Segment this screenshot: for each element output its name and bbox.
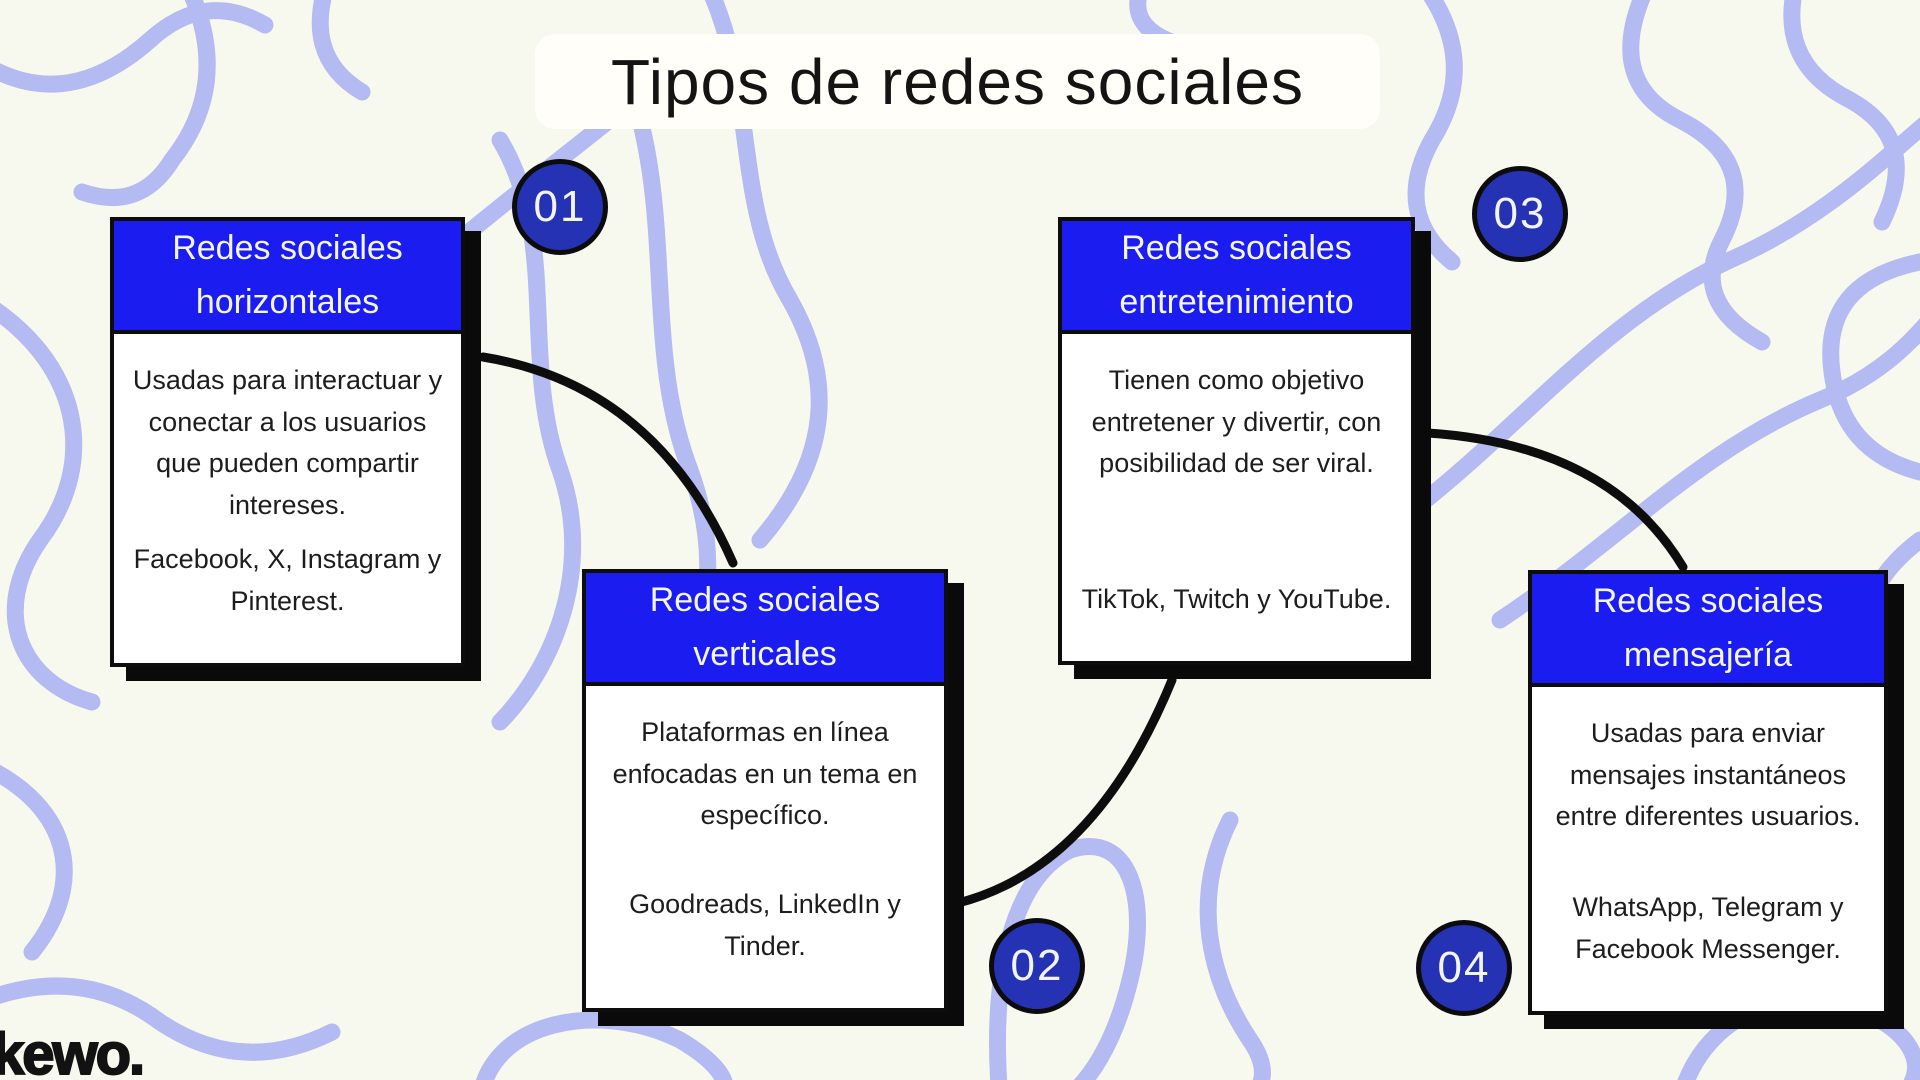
card-header: Redes sociales mensajería xyxy=(1532,574,1884,687)
card-description: Usadas para interactuar y conectar a los… xyxy=(132,364,443,521)
card-header: Redes sociales entretenimiento xyxy=(1062,221,1411,334)
card-body: Usadas para enviar mensajes instantáneos… xyxy=(1532,687,1884,1011)
step-number: 02 xyxy=(1010,941,1064,990)
card-body: Usadas para interactuar y conectar a los… xyxy=(114,334,461,663)
step-number: 03 xyxy=(1493,189,1547,238)
card-examples: Goodreads, LinkedIn y Tinder. xyxy=(629,889,901,962)
card-title-line2: horizontales xyxy=(195,283,380,322)
card-title-line1: Redes sociales xyxy=(649,581,881,619)
card-examples: TikTok, Twitch y YouTube. xyxy=(1081,584,1392,615)
card-body: Tienen como objetivo entretener y divert… xyxy=(1062,334,1411,661)
card-redes-verticales: Redes sociales verticales Plataformas en… xyxy=(582,569,948,1012)
card-redes-entretenimiento: Redes sociales entretenimiento Tienen co… xyxy=(1058,217,1415,665)
card-title-line1: Redes sociales xyxy=(1121,229,1352,267)
step-badge-02: 02 xyxy=(989,918,1085,1014)
card-title-line2: mensajería xyxy=(1623,636,1793,675)
page-title: Tipos de redes sociales xyxy=(611,45,1304,118)
card-description: Usadas para enviar mensajes instantáneos… xyxy=(1555,717,1861,832)
card-title-line1: Redes sociales xyxy=(1592,582,1824,620)
step-badge-04: 04 xyxy=(1416,920,1512,1016)
card-description: Tienen como objetivo entretener y divert… xyxy=(1091,364,1382,479)
card-redes-horizontales: Redes sociales horizontales Usadas para … xyxy=(110,217,465,667)
connector-card3-card2 xyxy=(953,675,1177,908)
card-title-line2: entretenimiento xyxy=(1119,283,1354,322)
connector-card3-card4 xyxy=(1423,428,1688,572)
card-description: Plataformas en línea enfocadas en un tem… xyxy=(612,716,918,831)
card-redes-mensajeria: Redes sociales mensajería Usadas para en… xyxy=(1528,570,1888,1015)
step-badge-03: 03 xyxy=(1472,166,1568,262)
card-examples: WhatsApp, Telegram y Facebook Messenger. xyxy=(1572,892,1844,965)
title-banner: Tipos de redes sociales xyxy=(535,34,1380,129)
card-header: Redes sociales horizontales xyxy=(114,221,461,334)
step-badge-01: 01 xyxy=(512,159,608,255)
card-examples: Facebook, X, Instagram y Pinterest. xyxy=(133,544,442,617)
step-number: 04 xyxy=(1437,943,1491,992)
card-body: Plataformas en línea enfocadas en un tem… xyxy=(586,686,944,1008)
connector-card1-card2 xyxy=(478,352,738,568)
step-connector-curves xyxy=(478,352,1688,908)
step-number: 01 xyxy=(533,182,587,231)
card-title-line2: verticales xyxy=(693,635,837,674)
card-header: Redes sociales verticales xyxy=(586,573,944,686)
brand-logo: kewo. xyxy=(0,1021,146,1080)
card-title-line1: Redes sociales xyxy=(172,229,403,267)
